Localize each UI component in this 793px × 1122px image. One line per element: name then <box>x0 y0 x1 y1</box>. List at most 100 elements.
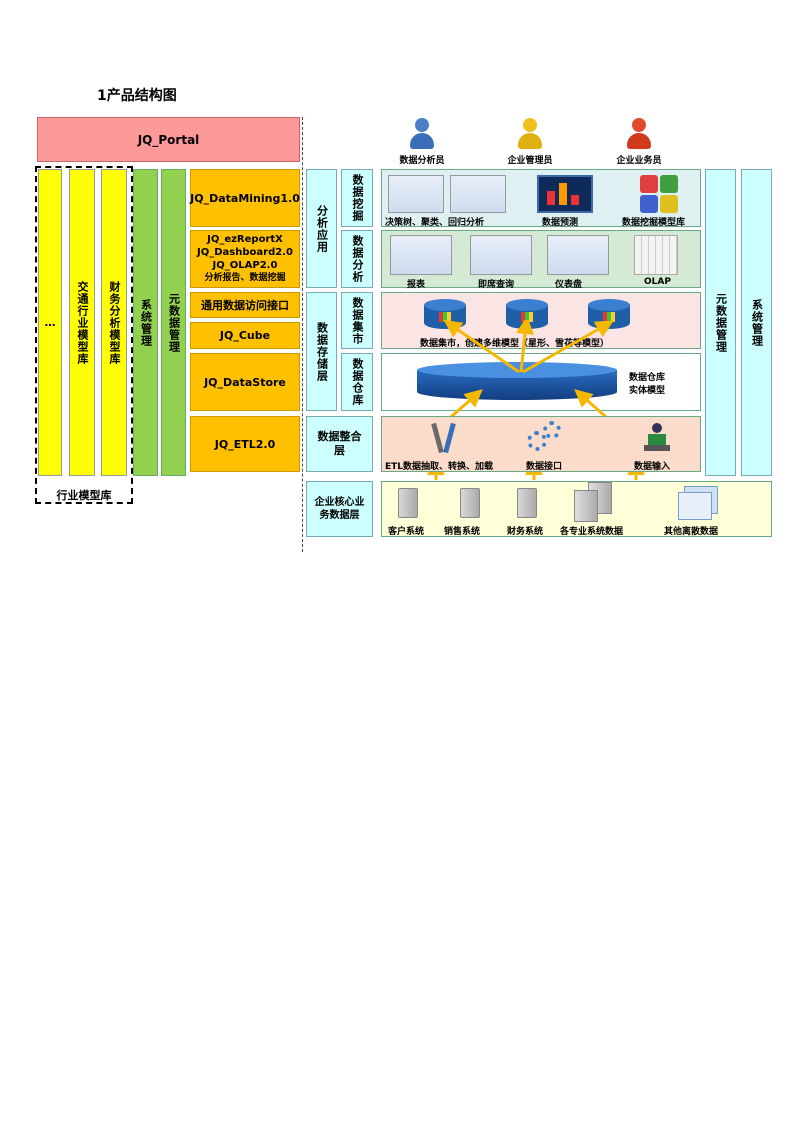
layer-storage: 数据存储层 <box>306 292 337 411</box>
integration-panel: ETL数据抽取、转换、加载 数据接口 数据输入 <box>381 416 701 472</box>
product-label: 通用数据访问接口 <box>201 299 289 312</box>
user-manager: 企业管理员 <box>500 118 560 168</box>
metadata-management-side: 元数据管理 <box>705 169 736 476</box>
core-data-panel: 客户系统 销售系统 财务系统 各专业系统数据 其他离散数据 <box>381 481 772 537</box>
metadata-management-column: 元数据管理 <box>161 169 186 476</box>
prediction-chart-icon <box>537 175 593 213</box>
core-item-label: 客户系统 <box>388 527 425 537</box>
user-business: 企业业务员 <box>609 118 669 168</box>
product-line: JQ_OLAP2.0 <box>212 260 278 271</box>
data-access-interface: 通用数据访问接口 <box>190 292 300 318</box>
user-label: 数据分析员 <box>399 156 445 166</box>
core-item-label: 销售系统 <box>444 527 481 537</box>
layer-data-analysis: 数据分析 <box>341 230 373 288</box>
side-column-label: 元数据管理 <box>714 292 728 353</box>
decision-tree-thumbnail <box>388 175 444 213</box>
industry-column-traffic: 交通行业模型库 <box>69 169 95 476</box>
warehouse-panel: 数据仓库 实体模型 <box>381 353 701 411</box>
server-icon <box>517 488 537 518</box>
analysis-item-label: 仪表盘 <box>555 280 583 290</box>
olap-cube-icon <box>634 235 678 275</box>
mining-item-label: 数据挖掘模型库 <box>622 218 686 228</box>
industry-column-finance: 财务分析模型库 <box>101 169 127 476</box>
layer-label: 数据存储层 <box>315 321 329 382</box>
mining-panel: 决策树、聚类、回归分析 数据预测 数据挖掘模型库 <box>381 169 701 228</box>
mining-item-label: 数据预测 <box>542 218 579 228</box>
product-line: JQ_ezReportX <box>207 234 283 245</box>
datamart-caption: 数据集市，创建多维模型（星形、雪花等模型） <box>420 339 610 349</box>
warehouse-caption-line: 数据仓库 <box>629 373 666 383</box>
server-cluster-icon <box>574 482 618 522</box>
layer-label: 数据集市 <box>351 296 364 345</box>
system-management-column: 系统管理 <box>133 169 158 476</box>
integration-item-label: 数据接口 <box>526 462 563 472</box>
adhoc-query-thumbnail <box>470 235 532 275</box>
integration-item-label: ETL数据抽取、转换、加载 <box>385 462 494 472</box>
system-management-side: 系统管理 <box>741 169 772 476</box>
layer-label: 企业核心业务数据层 <box>314 497 365 521</box>
datamining-product: JQ_DataMining1.0 <box>190 169 300 227</box>
analysis-item-label: 报表 <box>407 280 426 290</box>
layer-datamart: 数据集市 <box>341 292 373 349</box>
layer-core: 企业核心业务数据层 <box>306 481 373 537</box>
side-column-label: 系统管理 <box>750 298 764 347</box>
industry-model-label: 行业模型库 <box>56 489 112 502</box>
product-line: JQ_Dashboard2.0 <box>197 247 293 258</box>
layer-analysis-app: 分析应用 <box>306 169 337 288</box>
gears-icon <box>527 421 563 455</box>
core-item-label: 财务系统 <box>507 527 544 537</box>
product-label: JQ_ETL2.0 <box>214 437 276 451</box>
etl-product: JQ_ETL2.0 <box>190 416 300 472</box>
user-red-icon <box>632 118 646 132</box>
portal-label: JQ_Portal <box>137 132 200 147</box>
industry-column-more: … <box>38 169 62 476</box>
core-item-label: 各专业系统数据 <box>560 527 624 537</box>
cube-product: JQ_Cube <box>190 322 300 349</box>
analysis-item-label: 即席查询 <box>478 280 515 290</box>
product-label: JQ_DataMining1.0 <box>190 191 300 205</box>
puzzle-icon <box>640 175 680 213</box>
tools-icon <box>427 422 461 455</box>
layer-label: 数据分析 <box>351 235 364 283</box>
layer-label: 数据整合层 <box>317 430 362 457</box>
layer-warehouse: 数据仓库 <box>341 353 373 411</box>
report-thumbnail <box>390 235 452 275</box>
report-products: JQ_ezReportX JQ_Dashboard2.0 JQ_OLAP2.0 … <box>190 230 300 288</box>
user-blue-icon <box>415 118 429 132</box>
product-label: JQ_DataStore <box>204 375 286 389</box>
layer-data-mining: 数据挖掘 <box>341 169 373 227</box>
industry-model-group <box>35 166 133 504</box>
industry-column-label: … <box>44 316 56 329</box>
portal-box: JQ_Portal <box>37 117 300 162</box>
dashboard-thumbnail <box>547 235 609 275</box>
industry-column-label: 财务分析模型库 <box>108 280 121 365</box>
documents-icon <box>678 486 718 520</box>
page-title: 1产品结构图 <box>97 88 177 104</box>
mining-item-label: 决策树、聚类、回归分析 <box>385 218 485 228</box>
server-icon <box>460 488 480 518</box>
green-column-label: 系统管理 <box>139 298 153 347</box>
green-column-label: 元数据管理 <box>167 292 181 353</box>
clustering-thumbnail <box>450 175 506 213</box>
separator-line <box>302 117 303 552</box>
industry-column-label: 交通行业模型库 <box>76 280 89 365</box>
user-yellow-icon <box>523 118 537 132</box>
analysis-item-label: OLAP <box>644 277 671 287</box>
layer-label: 数据挖掘 <box>351 174 364 222</box>
user-analyst: 数据分析员 <box>392 118 452 168</box>
layer-label: 分析应用 <box>315 204 329 253</box>
user-label: 企业管理员 <box>507 156 553 166</box>
integration-item-label: 数据输入 <box>634 462 671 472</box>
data-entry-person-icon <box>644 423 670 453</box>
product-label: JQ_Cube <box>219 329 271 342</box>
analysis-panel: 报表 即席查询 仪表盘 OLAP <box>381 230 701 290</box>
server-icon <box>398 488 418 518</box>
layer-integration: 数据整合层 <box>306 416 373 472</box>
datastore-product: JQ_DataStore <box>190 353 300 411</box>
layer-label: 数据仓库 <box>351 358 364 406</box>
user-label: 企业业务员 <box>616 156 662 166</box>
warehouse-caption: 数据仓库 实体模型 <box>629 372 665 398</box>
product-line: 分析报告、数据挖掘 <box>204 273 286 283</box>
core-item-label: 其他离散数据 <box>664 527 719 537</box>
warehouse-caption-line: 实体模型 <box>629 386 666 396</box>
